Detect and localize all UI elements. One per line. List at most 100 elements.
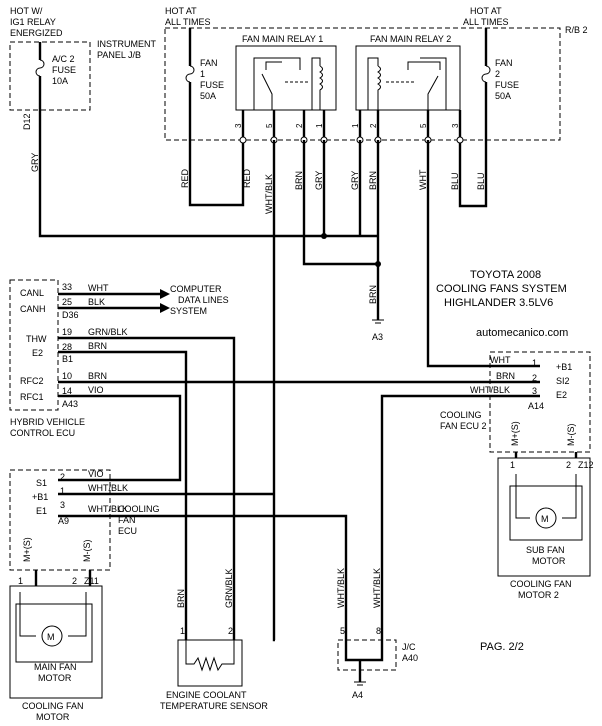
label-ecu1-p3: 3	[60, 500, 65, 510]
pin-b1: B1	[62, 354, 73, 364]
label-brn-4: BRN	[88, 341, 107, 351]
pin-19: 19	[62, 327, 72, 337]
label-ecu1-mplus: M+(S)	[22, 537, 32, 562]
label-rb2: R/B 2	[565, 25, 588, 35]
label-wht-2: WHT	[490, 355, 511, 365]
label-relay2: FAN MAIN RELAY 2	[370, 34, 451, 44]
label-main-cool2: MOTOR	[36, 712, 70, 722]
pin-r2-3: 3	[451, 123, 460, 128]
label-e1: E1	[36, 506, 47, 516]
label-ecu2-p3: 3	[532, 386, 537, 396]
label-hybrid-2: CONTROL ECU	[10, 428, 75, 438]
label-main-m: M	[47, 632, 55, 642]
wire-wht-blk-e1	[58, 514, 348, 640]
label-e2-h: E2	[32, 348, 43, 358]
label-brn-5: BRN	[88, 371, 107, 381]
label-sub-cool1: COOLING FAN	[510, 579, 572, 589]
label-ig1-relay: IG1 RELAY	[10, 17, 56, 27]
pin-r2-2: 2	[369, 123, 378, 128]
label-wht-blk-3: WHT/BLK	[88, 483, 128, 493]
label-ac2: A/C 2	[52, 54, 75, 64]
pin-r1-5: 5	[265, 123, 274, 128]
label-ecu2-a14: A14	[528, 401, 544, 411]
label-fan2-2: 2	[495, 69, 500, 79]
label-blu-2: BLU	[476, 172, 486, 190]
main-motor-frame	[15, 603, 93, 663]
pin-a43: A43	[62, 399, 78, 409]
fuse-fan2-symbol	[481, 65, 491, 83]
thermistor-icon	[185, 640, 235, 672]
label-main-p2: 2	[72, 576, 77, 586]
instrument-panel-jb-box	[9, 41, 91, 111]
label-fuse: FUSE	[52, 65, 76, 75]
label-jc-p8: 8	[376, 626, 381, 636]
relay2-coil	[367, 57, 381, 110]
relay1-contact-b	[265, 61, 282, 70]
label-brn-1: BRN	[294, 171, 304, 190]
label-wht-1: WHT	[418, 169, 428, 190]
label-jc: J/C	[402, 642, 416, 652]
fan-main-relay-1	[235, 45, 337, 111]
label-hybrid-1: HYBRID VEHICLE	[10, 417, 85, 427]
terminal	[456, 136, 464, 144]
pin-d36: D36	[62, 310, 79, 320]
label-rfc1: RFC1	[20, 392, 44, 402]
relay2-contact-b	[420, 57, 447, 110]
label-all-times-1: ALL TIMES	[165, 17, 211, 27]
label-10a: 10A	[52, 76, 68, 86]
label-blk-can: BLK	[88, 297, 105, 307]
pin-r1-3: 3	[234, 123, 243, 128]
label-fan1-fan: FAN	[200, 58, 218, 68]
label-a3: A3	[372, 332, 383, 342]
label-fan2-fan: FAN	[495, 58, 513, 68]
label-instrument-panel: INSTRUMENT	[97, 39, 156, 49]
label-main-p1: 1	[18, 576, 23, 586]
main-motor-leads	[19, 592, 87, 637]
label-grn-blk-1: GRN/BLK	[88, 327, 128, 337]
label-canh: CANH	[20, 304, 46, 314]
label-b1: +B1	[32, 492, 48, 502]
pin-r1-2: 2	[295, 123, 304, 128]
arrow-icon	[160, 303, 170, 313]
label-z11: Z11	[84, 576, 99, 586]
label-hot-at-2: HOT AT	[470, 6, 502, 16]
wire-jc-bridge	[344, 640, 384, 682]
cooling-fan-ecu	[9, 469, 111, 571]
label-ecu2-name2: FAN ECU 2	[440, 421, 487, 431]
fuse-fan1-symbol	[185, 65, 195, 83]
title-line-1: TOYOTA 2008	[470, 269, 541, 281]
label-fan1-fuse: FUSE	[200, 80, 224, 90]
label-main-name2: MOTOR	[38, 673, 72, 683]
page-number: PAG. 2/2	[480, 641, 524, 653]
label-panel-jb: PANEL J/B	[97, 50, 141, 60]
wire-grn-blk	[58, 336, 236, 640]
label-d12: D12	[22, 113, 32, 130]
label-all-times-2: ALL TIMES	[463, 17, 509, 27]
label-energized: ENERGIZED	[10, 28, 63, 38]
relay2-contact-a	[407, 61, 441, 70]
wire-brn-relay1	[302, 140, 378, 266]
label-sub-m: M	[541, 514, 549, 524]
label-ecu2-name1: COOLING	[440, 410, 482, 420]
wire-wht-blk-e2	[380, 394, 540, 640]
label-brn-7: BRN	[176, 589, 186, 608]
label-brn-6: BRN	[496, 371, 515, 381]
fuse-ac-symbol	[35, 59, 45, 77]
label-ecu1-name1: COOLING	[118, 504, 160, 514]
pin-25: 25	[62, 297, 72, 307]
label-fan1-50a: 50A	[200, 91, 216, 101]
sub-motor-frame	[509, 485, 583, 541]
label-ecu1-a9: A9	[58, 516, 69, 526]
hybrid-ecu-box	[9, 279, 59, 411]
label-brn-2: BRN	[368, 171, 378, 190]
label-gry-1: GRY	[30, 153, 40, 172]
sub-fan-motor-box	[497, 457, 591, 577]
label-ects-p2: 2	[228, 626, 233, 636]
motor-icon	[41, 625, 63, 647]
label-sub-cool2: MOTOR 2	[518, 590, 559, 600]
engine-coolant-sensor-box	[177, 639, 243, 687]
label-wht-blk-4: WHT/BLK	[88, 504, 128, 514]
relay1-switch	[261, 73, 273, 110]
label-blu-1: BLU	[450, 172, 460, 190]
